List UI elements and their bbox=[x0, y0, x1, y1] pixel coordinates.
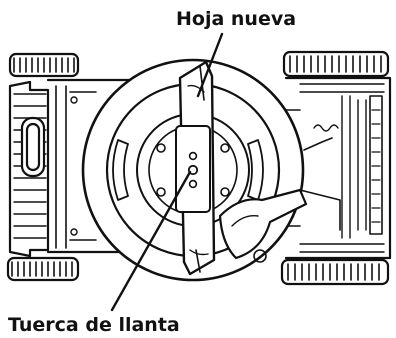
blade-adapter bbox=[175, 125, 211, 213]
wheel-nut-label: Tuerca de llanta bbox=[8, 314, 180, 336]
front-right-tire bbox=[282, 50, 390, 78]
rear-right-tire bbox=[280, 258, 390, 286]
front-left-tire bbox=[8, 52, 80, 78]
left-frame bbox=[8, 78, 152, 258]
wheel-nut-leader-line bbox=[110, 170, 192, 312]
new-blade-label: Hoja nueva bbox=[176, 8, 297, 30]
rear-left-tire bbox=[6, 256, 80, 282]
new-blade-leader-line bbox=[196, 32, 224, 98]
right-frame bbox=[284, 76, 392, 260]
discharge-chute bbox=[218, 188, 308, 263]
